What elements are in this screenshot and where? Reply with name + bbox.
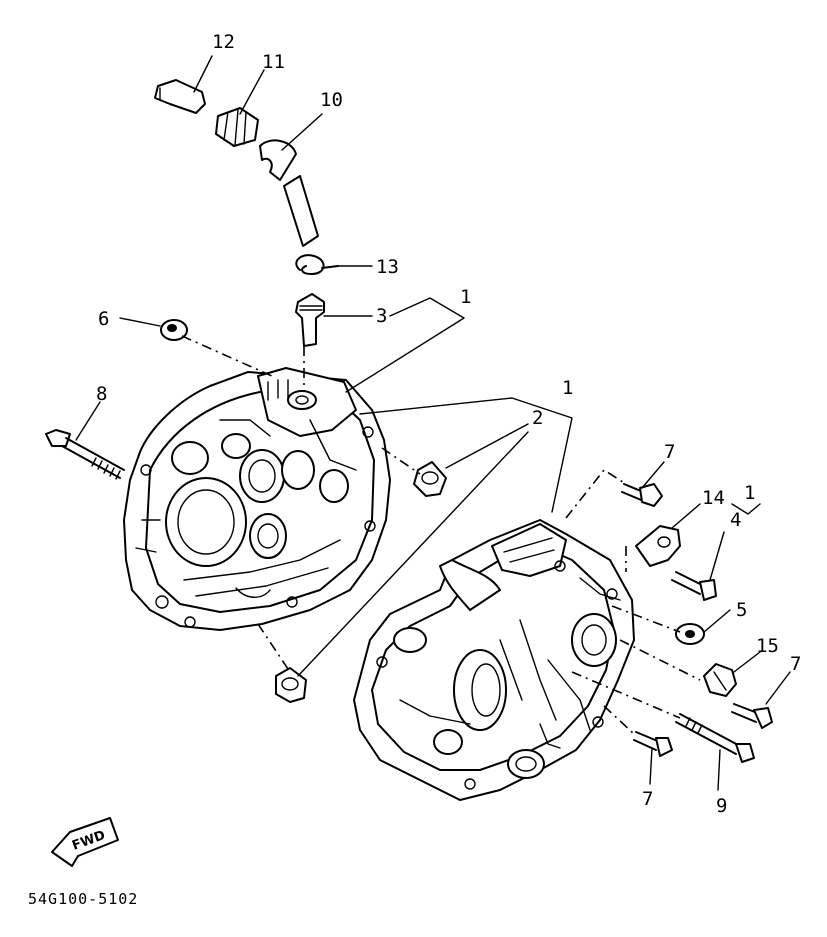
callout-4: 4 [730,509,741,531]
leader-lines [75,55,791,791]
part-4-bolt [671,571,717,601]
callout-5: 5 [736,599,747,621]
part-7-bolt-lower [633,731,673,757]
part-2-dowel-pin-upper [413,461,447,497]
callout-14: 14 [702,487,725,509]
callout-1-bracket: 1 [744,482,755,504]
part-12-breather-cap [154,79,206,114]
part-5-washer [675,623,705,645]
callout-7-right: 7 [790,653,801,675]
assembly-lines [181,335,701,735]
part-9-long-bolt [675,713,755,763]
callout-9: 9 [716,795,727,817]
part-6-washer [160,319,188,341]
part-10-breather-hose [259,139,319,247]
callout-6: 6 [98,308,109,330]
part-11-hose-joint [215,107,259,147]
part-2-dowel-pin-lower [275,667,307,703]
callout-10: 10 [320,89,343,111]
callout-1-left: 1 [460,286,471,308]
left-crankcase [123,367,391,631]
callout-3: 3 [376,305,387,327]
callout-2: 2 [532,407,543,429]
part-15-clamp [703,663,737,697]
callout-13: 13 [376,256,399,278]
callout-1-right: 1 [562,377,573,399]
part-8-long-bolt [45,429,125,480]
part-7-bolt-upper [621,483,663,507]
right-crankcase [353,519,635,801]
fwd-direction-badge: FWD [51,817,119,867]
part-3-breather-pipe [295,293,325,347]
callout-15: 15 [756,635,779,657]
figure-code: 54G100-5102 [28,890,138,908]
fwd-arrow-icon [51,817,119,867]
part-14-bracket [635,525,681,567]
callout-11: 11 [262,51,285,73]
callout-8: 8 [96,383,107,405]
callout-12: 12 [212,31,235,53]
callout-7-upper: 7 [664,441,675,463]
part-7-bolt-right [731,703,773,729]
callout-7-lower: 7 [642,788,653,810]
part-13-hose-clip [295,254,339,275]
